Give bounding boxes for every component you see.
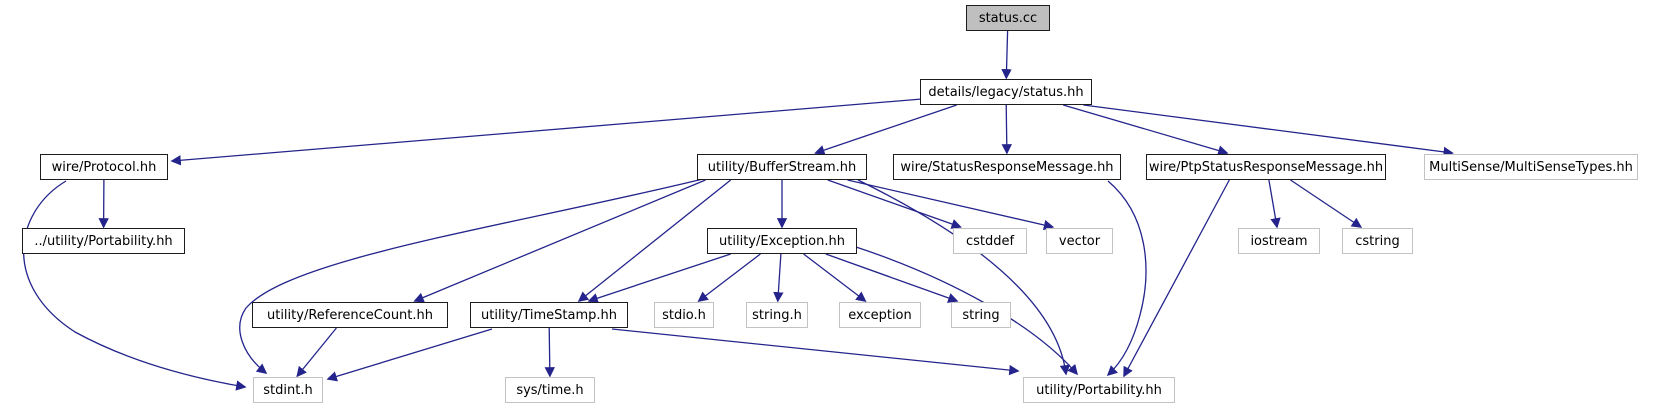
- graph-node-utility_portability_hh[interactable]: utility/Portability.hh: [1023, 377, 1175, 403]
- edge-utility_bufferstream_hh-to-stdint_h: [239, 178, 704, 374]
- edge-utility_exception_hh-to-exception: [803, 253, 867, 302]
- graph-node-exception[interactable]: exception: [839, 302, 921, 328]
- graph-node-label: details/legacy/status.hh: [928, 84, 1084, 100]
- graph-node-details_legacy_status_hh[interactable]: details/legacy/status.hh: [920, 79, 1092, 105]
- graph-node-wire_ptpstatusresponsemessage_hh[interactable]: wire/PtpStatusResponseMessage.hh: [1146, 154, 1386, 180]
- edge-status_cc-to-details_legacy_status_hh: [1001, 30, 1012, 80]
- edge-wire_protocol_hh-to-stdint_h: [23, 180, 247, 391]
- edge-utility_bufferstream_hh-to-utility_referencecount_hh: [413, 179, 706, 303]
- edge-utility_timestamp_hh-to-utility_portability_hh: [611, 328, 1020, 376]
- graph-node-status_cc[interactable]: status.cc: [966, 5, 1050, 31]
- graph-node-wire_statusresponsemessage_hh[interactable]: wire/StatusResponseMessage.hh: [893, 154, 1121, 180]
- graph-node-vector[interactable]: vector: [1046, 228, 1113, 254]
- edge-wire_statusresponsemessage_hh-to-utility_portability_hh: [1106, 180, 1147, 377]
- edge-utility_referencecount_hh-to-stdint_h: [296, 327, 337, 378]
- graph-node-wire_protocol_hh[interactable]: wire/Protocol.hh: [40, 154, 168, 180]
- edge-details_legacy_status_hh-to-wire_protocol_hh: [170, 98, 923, 166]
- edge-details_legacy_status_hh-to-wire_ptpstatusresponsemessage_hh: [1063, 104, 1229, 156]
- edge-details_legacy_status_hh-to-multisense_multisensetypes_hh: [1083, 104, 1454, 158]
- graph-node-label: stdint.h: [263, 382, 313, 398]
- graph-node-label: exception: [848, 307, 912, 323]
- edge-utility_timestamp_hh-to-stdint_h: [326, 328, 493, 382]
- graph-node-cstddef[interactable]: cstddef: [953, 228, 1027, 254]
- graph-node-cstring[interactable]: cstring: [1342, 228, 1413, 254]
- graph-node-label: string: [962, 307, 1000, 323]
- graph-node-utility_timestamp_hh[interactable]: utility/TimeStamp.hh: [470, 302, 628, 328]
- graph-node-stdint_h[interactable]: stdint.h: [253, 377, 323, 403]
- edge-wire_ptpstatusresponsemessage_hh-to-utility_portability_hh: [1123, 179, 1230, 378]
- edge-utility_bufferstream_hh-to-cstddef: [827, 179, 962, 229]
- graph-node-label: utility/Portability.hh: [1036, 382, 1162, 398]
- edge-utility_exception_hh-to-stdio_h: [697, 253, 761, 302]
- edge-utility_exception_hh-to-string_h: [773, 253, 784, 303]
- edge-utility_timestamp_hh-to-sys_time_h: [544, 327, 555, 378]
- graph-node-label: utility/Exception.hh: [719, 233, 845, 249]
- edge-details_legacy_status_hh-to-utility_bufferstream_hh: [814, 104, 957, 156]
- graph-node-label: sys/time.h: [516, 382, 584, 398]
- graph-node-utility_referencecount_hh[interactable]: utility/ReferenceCount.hh: [252, 302, 448, 328]
- graph-node-label: MultiSense/MultiSenseTypes.hh: [1429, 159, 1633, 175]
- graph-node-label: utility/TimeStamp.hh: [481, 307, 617, 323]
- graph-node-string_h[interactable]: string.h: [746, 302, 808, 328]
- edge-wire_ptpstatusresponsemessage_hh-to-cstring: [1290, 179, 1363, 228]
- edge-details_legacy_status_hh-to-wire_statusresponsemessage_hh: [1001, 104, 1012, 155]
- graph-node-label: ../utility/Portability.hh: [34, 233, 173, 249]
- graph-node-rel_utility_portability_hh[interactable]: ../utility/Portability.hh: [22, 228, 185, 254]
- graph-node-label: stdio.h: [662, 307, 706, 323]
- graph-node-utility_exception_hh[interactable]: utility/Exception.hh: [707, 228, 857, 254]
- edge-utility_bufferstream_hh-to-utility_portability_hh: [857, 179, 1071, 376]
- edge-utility_exception_hh-to-utility_timestamp_hh: [587, 253, 731, 304]
- graph-node-label: iostream: [1250, 233, 1308, 249]
- graph-node-label: vector: [1058, 233, 1101, 249]
- edge-utility_bufferstream_hh-to-vector: [847, 179, 1055, 231]
- graph-node-label: wire/Protocol.hh: [51, 159, 157, 175]
- graph-node-label: status.cc: [978, 10, 1038, 26]
- graph-node-label: utility/ReferenceCount.hh: [266, 307, 434, 323]
- graph-node-label: wire/PtpStatusResponseMessage.hh: [1148, 159, 1384, 175]
- graph-node-label: wire/StatusResponseMessage.hh: [900, 159, 1114, 175]
- graph-node-iostream[interactable]: iostream: [1238, 228, 1320, 254]
- graph-node-label: cstddef: [965, 233, 1015, 249]
- graph-node-label: cstring: [1355, 233, 1400, 249]
- graph-node-multisense_multisensetypes_hh[interactable]: MultiSense/MultiSenseTypes.hh: [1424, 154, 1638, 180]
- graph-node-string[interactable]: string: [951, 302, 1011, 328]
- graph-node-stdio_h[interactable]: stdio.h: [654, 302, 714, 328]
- graph-node-label: utility/BufferStream.hh: [707, 159, 857, 175]
- graph-node-utility_bufferstream_hh[interactable]: utility/BufferStream.hh: [697, 154, 867, 180]
- edge-utility_exception_hh-to-string: [825, 253, 959, 303]
- graph-node-label: string.h: [752, 307, 802, 323]
- graph-node-sys_time_h[interactable]: sys/time.h: [505, 377, 595, 403]
- edge-utility_bufferstream_hh-to-utility_timestamp_hh: [577, 179, 732, 302]
- edge-wire_ptpstatusresponsemessage_hh-to-iostream: [1268, 179, 1281, 229]
